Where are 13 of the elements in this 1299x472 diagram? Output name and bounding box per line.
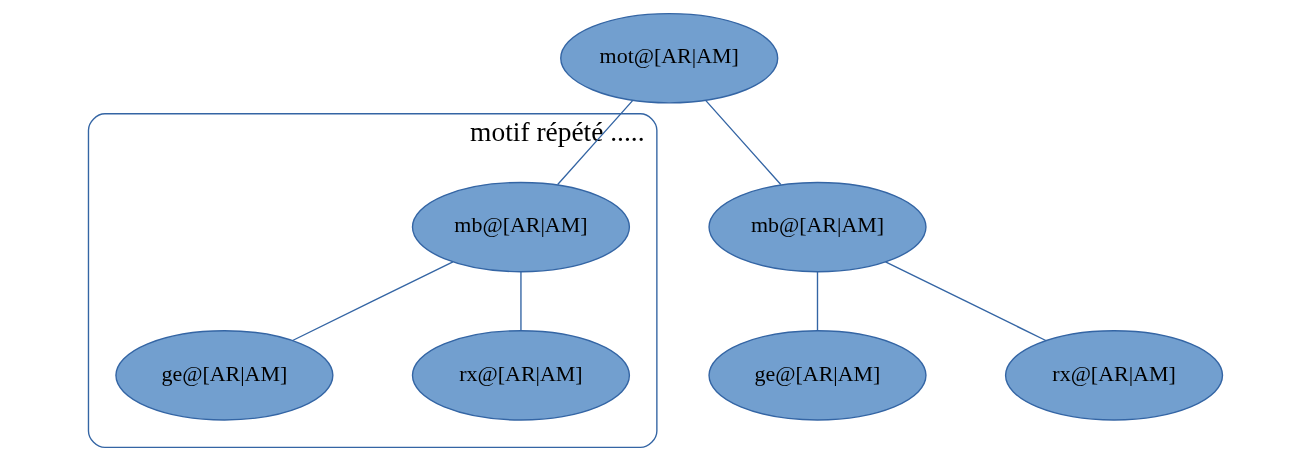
connector xyxy=(884,261,1046,342)
connector xyxy=(291,261,454,342)
node-ellipse: mb@[AR|AM] xyxy=(707,181,927,273)
node-ellipse: rx@[AR|AM] xyxy=(411,330,630,421)
connector xyxy=(704,99,781,186)
node-ellipse: ge@[AR|AM] xyxy=(707,330,927,421)
connector xyxy=(519,271,522,332)
connector xyxy=(816,271,818,332)
connector xyxy=(556,99,633,186)
node-ellipse: mb@[AR|AM] xyxy=(411,181,630,273)
node-ellipse: rx@[AR|AM] xyxy=(1004,330,1223,421)
node-ellipse: mot@[AR|AM] xyxy=(559,12,778,104)
node-ellipse: ge@[AR|AM] xyxy=(114,330,334,421)
